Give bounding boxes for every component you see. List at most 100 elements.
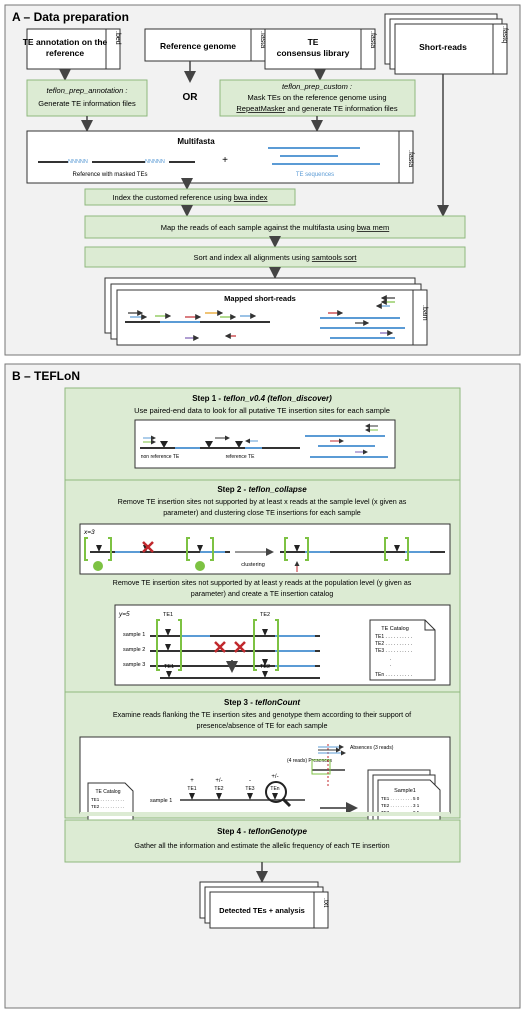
magnifier-icon <box>265 781 287 803</box>
section-b-title: B – TEFLoN <box>12 369 80 383</box>
reference-genome-label: Reference genome <box>160 41 236 51</box>
svg-text:Index the customed reference u: Index the customed reference using bwa i… <box>112 193 267 202</box>
section-a-title: A – Data preparation <box>12 10 129 24</box>
ref-masked-label: Reference with masked TEs <box>73 172 148 178</box>
te2-label-b: TE2 <box>260 664 270 670</box>
te-library-label: consensus library <box>277 48 350 58</box>
absence-label: Absences (3 reads) <box>350 745 394 751</box>
te2-label-c: TE2 <box>214 786 223 792</box>
te2-label-a: TE2 <box>260 612 270 618</box>
cat-te3-a: TE3 . . . . . . . . . . <box>375 648 412 654</box>
cat-ten-a: TEn . . . . . . . . . . <box>375 672 412 678</box>
fasta-ext-1: .fasta <box>259 31 266 48</box>
mapped-reads-label: Mapped short-reads <box>224 294 296 303</box>
x3-label: x=3 <box>83 529 95 536</box>
nnnnn-2: NNNNN <box>145 159 165 165</box>
svg-text:reference: reference <box>46 48 85 58</box>
svg-text:TE: TE <box>308 37 319 47</box>
repeatmasker-link[interactable]: RepeatMasker <box>236 104 285 113</box>
step3-desc-1: Examine reads flanking the TE insertion … <box>113 710 411 719</box>
svg-text:TE annotation on the: TE annotation on the <box>23 37 108 47</box>
cat-te2-b: TE2 . . . . . . . . . . <box>91 804 124 809</box>
step-4: Step 4 - teflonGenotype Gather all the i… <box>64 819 461 863</box>
nonref-te-label: non reference TE <box>141 454 180 460</box>
svg-text:Sort and index all alignments: Sort and index all alignments using samt… <box>193 253 357 262</box>
prep-annotation-desc: Generate TE information files <box>38 99 136 108</box>
step3-cmd: teflonCount <box>255 698 300 707</box>
ten-label-c: TEn <box>270 786 279 792</box>
te1-label-b: TE1 <box>164 664 174 670</box>
svg-text:RepeatMasker and generate TE i: RepeatMasker and generate TE information… <box>236 104 397 113</box>
step-3-tracks <box>80 812 450 816</box>
te1-label-c: TE1 <box>187 786 196 792</box>
s1-pm-n: +/- <box>271 774 278 780</box>
step1-cmd: teflon_v0.4 (teflon_discover) <box>223 394 332 403</box>
step4-desc: Gather all the information and estimate … <box>134 841 389 850</box>
bed-ext: .bed <box>114 31 121 45</box>
samtools-sort-link[interactable]: samtools sort <box>312 253 358 262</box>
short-reads-label: Short-reads <box>419 42 467 52</box>
cat-te1-b: TE1 . . . . . . . . . . <box>91 797 124 802</box>
clustering-label: clustering <box>241 562 265 568</box>
prep-annotation-cmd: teflon_prep_annotation : <box>47 86 128 95</box>
s1-te1-line: TE1 . . . . . . . . . 5 0 <box>381 796 420 801</box>
sample3-label-a: sample 3 <box>123 662 145 668</box>
s1-minus-3: - <box>249 778 251 784</box>
detected-label: Detected TEs + analysis <box>219 906 305 915</box>
step1-title: Step 1 - <box>192 394 223 403</box>
multifasta-label: Multifasta <box>177 137 215 146</box>
step1-desc: Use paired-end data to look for all puta… <box>134 406 390 415</box>
section-a: A – Data preparation TE annotation on th… <box>4 4 521 356</box>
step2-desc-2: parameter) and clustering close TE inser… <box>163 508 361 517</box>
prep-custom-desc-2: and generate TE information files <box>285 104 398 113</box>
prep-custom-step: teflon_prep_custom : Mask TEs on the ref… <box>219 79 416 117</box>
cat-te1-a: TE1 . . . . . . . . . . <box>375 634 412 640</box>
fastq-ext: .fastq <box>501 26 508 43</box>
fasta-ext-2: .fasta <box>369 31 376 48</box>
step4-cmd: teflonGenotype <box>248 827 307 836</box>
bwa-mem-link[interactable]: bwa mem <box>357 223 390 232</box>
bam-ext: .bam <box>421 305 428 321</box>
te3-label-c: TE3 <box>245 786 254 792</box>
bwa-index-link[interactable]: bwa index <box>234 193 268 202</box>
step2-desc-1: Remove TE insertion sites not supported … <box>118 497 407 506</box>
detected-tes-files: Detected TEs + analysis .txt <box>199 881 329 929</box>
y5-label: y=5 <box>118 611 130 618</box>
section-b: B – TEFLoN Step 1 - teflon_v0.4 (teflon_… <box>4 363 521 1009</box>
reference-genome-file: Reference genome .fasta <box>144 28 266 62</box>
step-2: Step 2 - teflon_collapse Remove TE inser… <box>64 479 461 693</box>
sort-step: Sort and index all alignments using samt… <box>84 246 466 268</box>
step2-cmd: teflon_collapse <box>248 485 307 494</box>
svg-text:Step 3 - teflonCount: Step 3 - teflonCount <box>224 698 300 707</box>
svg-text:Map the reads of each sample a: Map the reads of each sample against the… <box>161 223 389 232</box>
txt-ext: .txt <box>322 898 329 907</box>
te-library-file: TE consensus library .fasta <box>264 28 376 70</box>
ref-te-label: reference TE <box>226 454 255 460</box>
sample1-caption: Sample1 <box>394 788 416 794</box>
step2-desc-4: parameter) and create a TE insertion cat… <box>191 589 334 598</box>
mapped-reads-files: Mapped short-reads .bam <box>104 277 428 346</box>
sample2-label-a: sample 2 <box>123 647 145 653</box>
fasta-ext-3: .fasta <box>407 150 414 167</box>
step-1: Step 1 - teflon_v0.4 (teflon_discover) U… <box>64 387 461 481</box>
sample1-label-b: sample 1 <box>150 798 172 804</box>
svg-text:Step 2 - teflon_collapse: Step 2 - teflon_collapse <box>217 485 307 494</box>
te1-label-a: TE1 <box>163 612 173 618</box>
prep-annotation-step: teflon_prep_annotation : Generate TE inf… <box>26 79 148 117</box>
s1-plus-1: + <box>190 778 194 784</box>
sort-text: Sort and index all alignments using <box>193 253 311 262</box>
prep-custom-cmd: teflon_prep_custom : <box>282 82 352 91</box>
presence-label: (4 reads) Presences <box>287 758 333 764</box>
prep-custom-desc-1: Mask TEs on the reference genome using <box>247 93 386 102</box>
step3-desc-2: presence/absence of TE for each sample <box>197 721 328 730</box>
te-annotation-file: TE annotation on the reference .bed <box>23 28 121 70</box>
or-label: OR <box>183 92 199 103</box>
cat-te2-a: TE2 . . . . . . . . . . <box>375 641 412 647</box>
nnnnn-1: NNNNN <box>68 159 88 165</box>
te-sequences-label: TE sequences <box>296 172 334 178</box>
svg-text:.: . <box>390 662 391 668</box>
short-reads-files: Short-reads .fastq <box>384 13 508 75</box>
s1-te2-line: TE2 . . . . . . . . . 3 1 <box>381 803 420 808</box>
map-text: Map the reads of each sample against the… <box>161 223 357 232</box>
